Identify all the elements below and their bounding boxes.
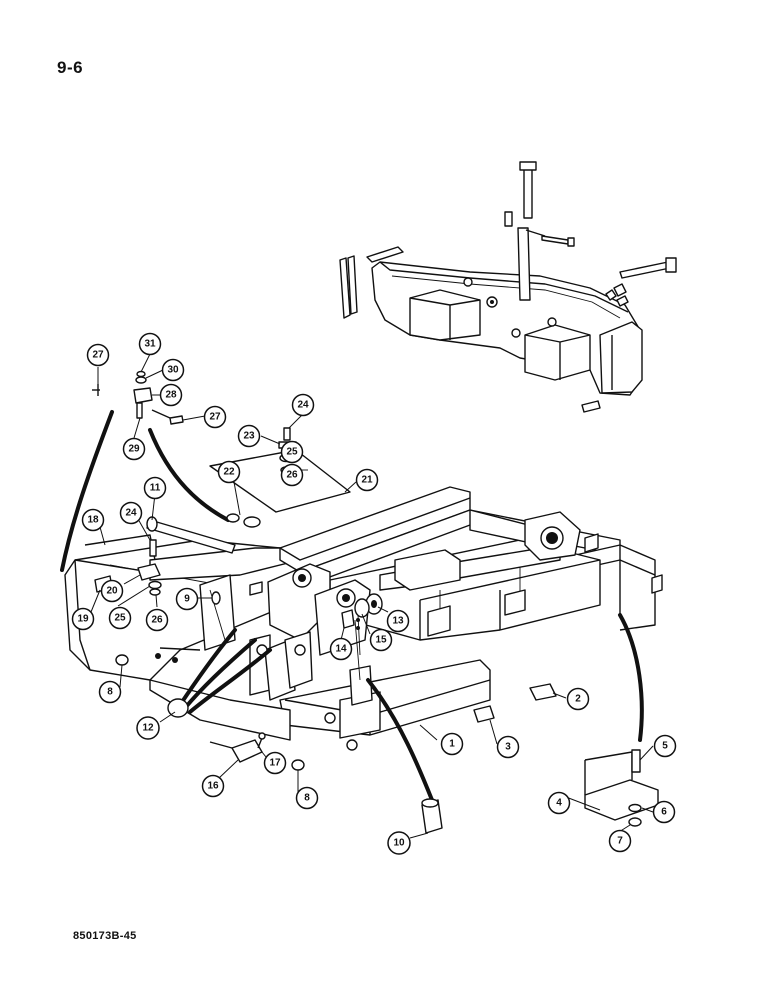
svg-text:19: 19 (77, 614, 89, 625)
svg-text:16: 16 (207, 781, 219, 792)
svg-text:1: 1 (449, 739, 455, 750)
svg-text:4: 4 (556, 798, 562, 809)
callout-16: 16 (201, 774, 225, 798)
callout-25-right: 25 (280, 440, 304, 464)
svg-text:22: 22 (223, 467, 235, 478)
svg-text:8: 8 (304, 793, 310, 804)
callout-19: 19 (71, 607, 95, 631)
callout-31: 31 (138, 332, 162, 356)
callout-4: 4 (547, 791, 571, 815)
svg-text:27: 27 (92, 350, 104, 361)
svg-text:28: 28 (165, 390, 177, 401)
callout-24-right: 24 (291, 393, 315, 417)
callouts: 1 2 3 4 5 6 7 8 8 9 10 11 12 13 14 15 16… (71, 332, 677, 855)
callout-13: 13 (386, 609, 410, 633)
svg-text:13: 13 (392, 616, 404, 627)
svg-text:25: 25 (114, 613, 126, 624)
svg-text:24: 24 (125, 508, 137, 519)
callout-12: 12 (136, 716, 160, 740)
callout-3: 3 (496, 735, 520, 759)
callout-26-left: 26 (145, 608, 169, 632)
svg-text:15: 15 (375, 635, 387, 646)
svg-text:12: 12 (142, 723, 154, 734)
counterweight-assembly (339, 161, 677, 413)
callout-15: 15 (369, 628, 393, 652)
svg-text:25: 25 (286, 447, 298, 458)
callout-2: 2 (566, 687, 590, 711)
hydraulic-hoses (60, 410, 644, 802)
callout-5: 5 (653, 734, 677, 758)
svg-text:27: 27 (209, 412, 221, 423)
svg-text:11: 11 (150, 483, 161, 494)
callout-6: 6 (652, 800, 676, 824)
svg-text:6: 6 (661, 807, 667, 818)
callout-8-left: 8 (98, 680, 122, 704)
callout-25-left: 25 (108, 606, 132, 630)
svg-text:18: 18 (87, 515, 99, 526)
callout-7: 7 (608, 829, 632, 853)
callout-21: 21 (355, 468, 379, 492)
svg-text:9: 9 (184, 594, 190, 605)
svg-text:8: 8 (107, 687, 113, 698)
page-number: 9-6 (57, 58, 84, 77)
svg-text:14: 14 (335, 644, 347, 655)
loose-parts (84, 370, 659, 834)
svg-text:7: 7 (617, 836, 623, 847)
callout-23: 23 (237, 424, 261, 448)
svg-text:30: 30 (167, 365, 179, 376)
svg-text:5: 5 (662, 741, 668, 752)
callout-24-left: 24 (119, 501, 143, 525)
svg-text:2: 2 (575, 694, 581, 705)
svg-text:26: 26 (286, 470, 298, 481)
svg-text:29: 29 (128, 444, 140, 455)
callout-30: 30 (161, 358, 185, 382)
callout-20: 20 (100, 579, 124, 603)
callout-8-bottom: 8 (295, 786, 319, 810)
callout-27-right: 27 (203, 405, 227, 429)
callout-27-left: 27 (86, 343, 110, 367)
svg-text:21: 21 (361, 475, 373, 486)
svg-text:20: 20 (106, 586, 118, 597)
svg-text:17: 17 (269, 758, 281, 769)
callout-11: 11 (143, 476, 167, 500)
callout-9: 9 (175, 587, 199, 611)
callout-14: 14 (329, 637, 353, 661)
callout-29: 29 (122, 437, 146, 461)
callout-28: 28 (159, 383, 183, 407)
callout-17: 17 (263, 751, 287, 775)
callout-1: 1 (440, 732, 464, 756)
svg-text:23: 23 (243, 431, 255, 442)
svg-text:3: 3 (505, 742, 511, 753)
document-number: 850173B-45 (73, 930, 137, 942)
callout-26-right: 26 (280, 463, 304, 487)
svg-text:24: 24 (297, 400, 309, 411)
callout-18: 18 (81, 508, 105, 532)
callout-22: 22 (217, 460, 241, 484)
callout-leaders (90, 353, 654, 839)
svg-text:31: 31 (144, 339, 156, 350)
svg-text:10: 10 (393, 838, 405, 849)
svg-text:26: 26 (151, 615, 163, 626)
callout-10: 10 (387, 831, 411, 855)
